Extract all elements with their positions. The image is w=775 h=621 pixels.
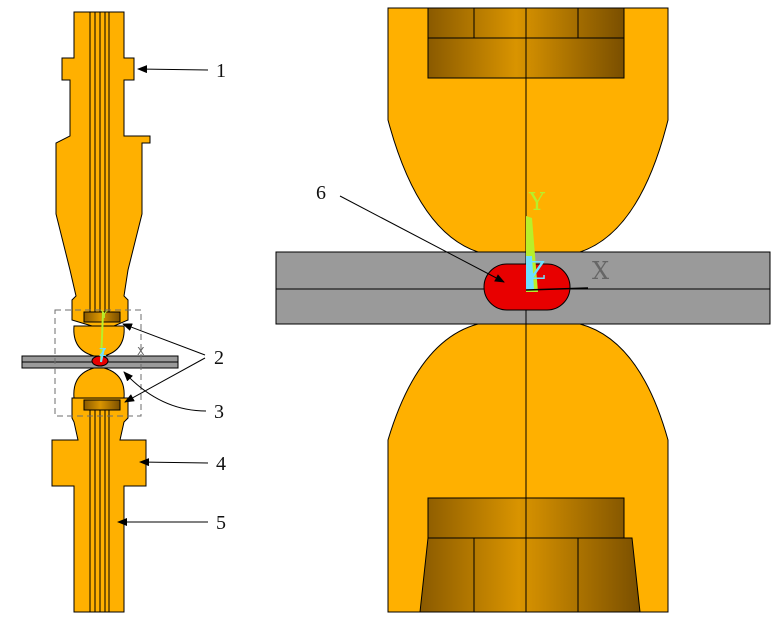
left-nugget	[91, 355, 109, 367]
zoom-region-box	[54, 309, 142, 417]
callout-2: 2	[214, 347, 224, 369]
callout-4: 4	[216, 453, 226, 475]
zoom-axis-y-label: Y	[528, 188, 546, 216]
lower-electrode-body	[51, 397, 147, 613]
callout-1: 1	[216, 60, 226, 82]
callout-5: 5	[216, 512, 226, 534]
callout-3: 3	[214, 401, 224, 423]
callout-6: 6	[316, 182, 326, 204]
left-assembly-view: Y Z X	[21, 11, 179, 613]
zoom-lower-cap	[419, 497, 641, 613]
lower-cap-slot	[83, 399, 121, 411]
right-zoom-view: Y Z X 6	[275, 7, 771, 613]
zoom-axis-x	[525, 287, 589, 291]
left-axis-y-label: Y	[100, 308, 108, 321]
left-callouts: 1 2 3 4 5	[117, 60, 226, 534]
zoom-axis-z	[526, 256, 534, 290]
zoom-axis-x-label: X	[592, 257, 609, 285]
upper-electrode-body	[55, 11, 151, 327]
zoom-axis-z-label: Z	[529, 257, 546, 285]
left-axis-x-label: X	[137, 345, 145, 358]
lower-electrode-tip	[73, 367, 125, 399]
left-axis-z-label: Z	[99, 346, 107, 359]
